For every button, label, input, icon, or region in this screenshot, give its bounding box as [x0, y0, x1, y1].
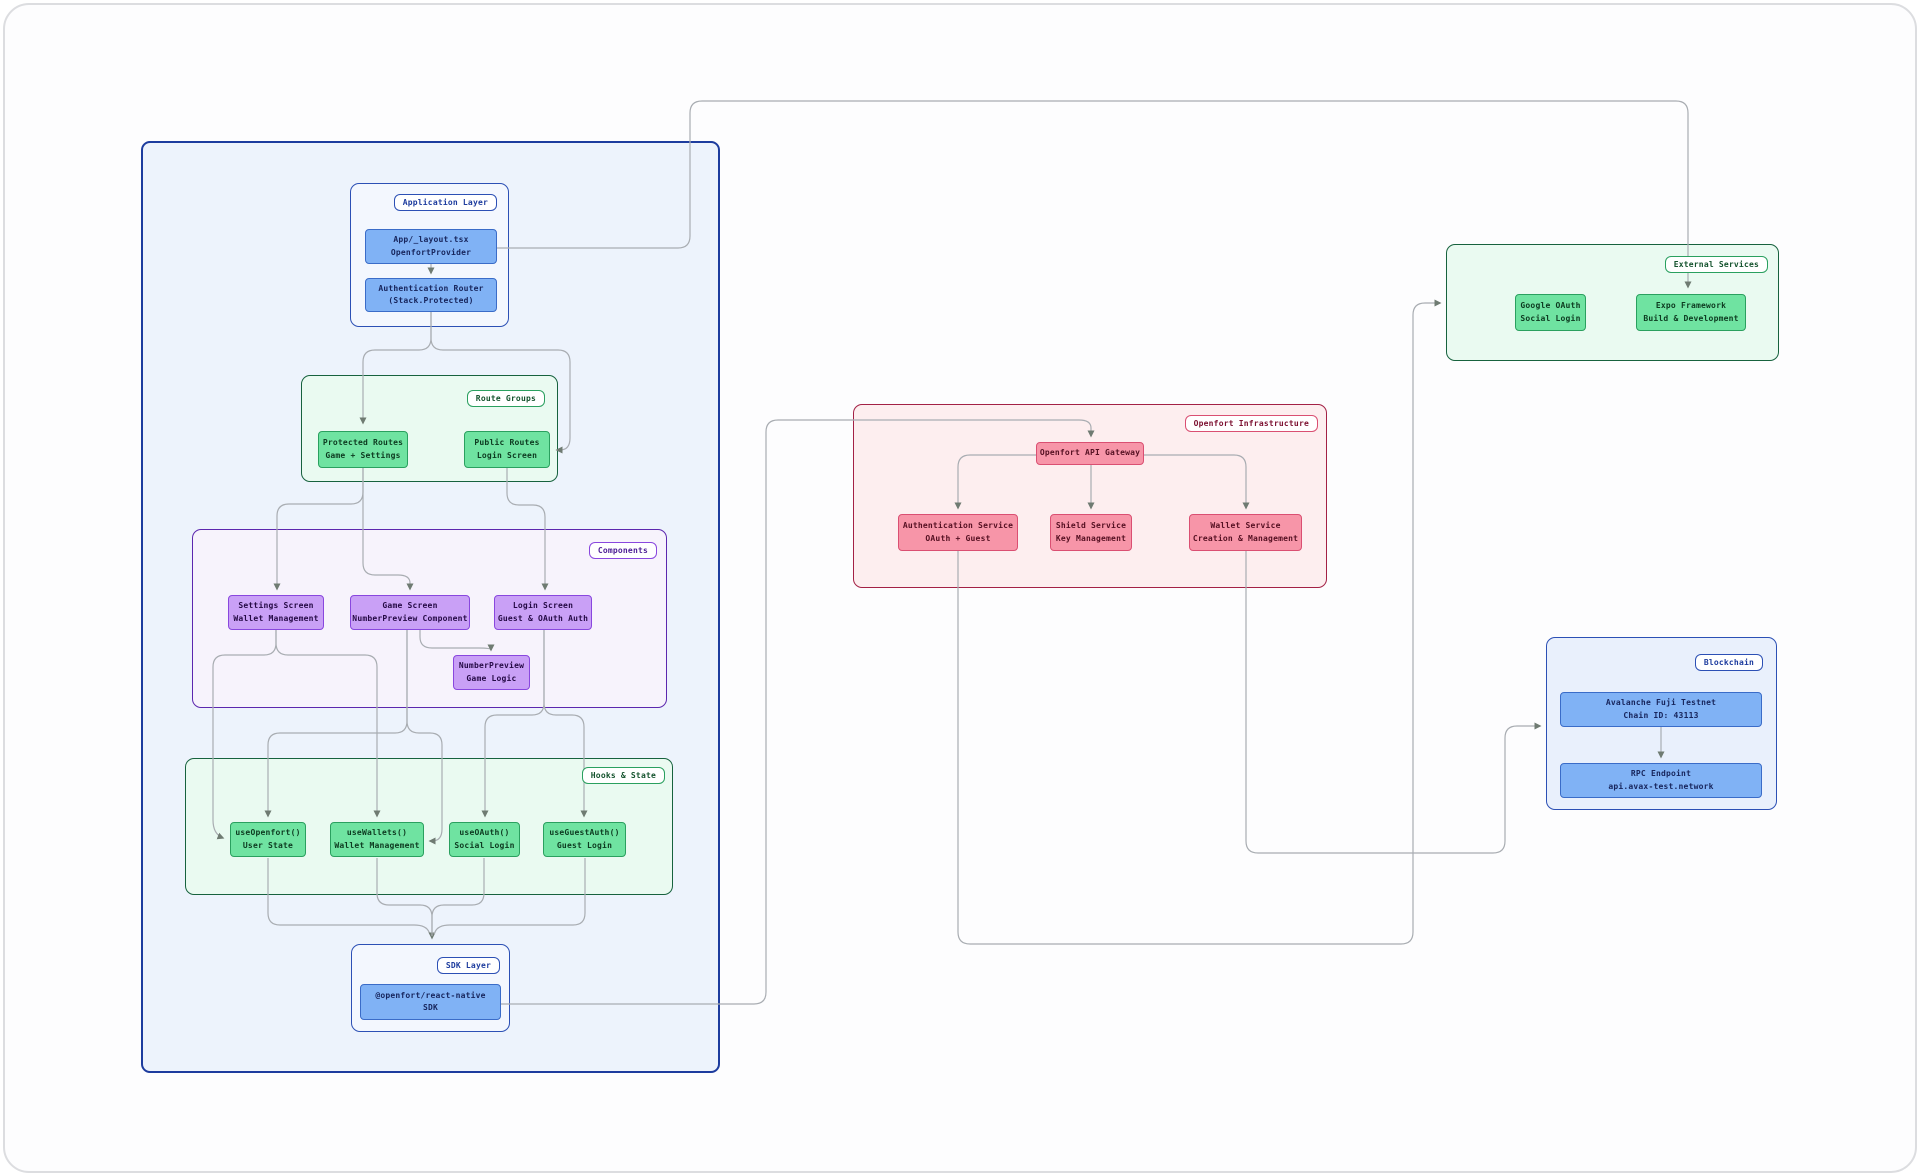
node-use-oauth: useOAuth()Social Login: [449, 822, 520, 857]
subgraph-label-sdk-layer: SDK Layer: [436, 957, 500, 974]
node-use-openfort: useOpenfort()User State: [230, 822, 306, 857]
subgraph-label-application-layer: Application Layer: [393, 194, 497, 211]
node-api-gateway: Openfort API Gateway: [1036, 442, 1144, 465]
subgraph-label-blockchain: Blockchain: [1694, 654, 1763, 671]
node-use-guestauth: useGuestAuth()Guest Login: [543, 822, 626, 857]
subgraph-label-openfort-infrastructure: Openfort Infrastructure: [1184, 415, 1318, 432]
subgraph-label-components: Components: [588, 542, 657, 559]
subgraph-label-hooks-state: Hooks & State: [581, 767, 665, 784]
subgraph-label-external-services: External Services: [1664, 256, 1768, 273]
node-use-wallets: useWallets()Wallet Management: [330, 822, 424, 857]
node-auth-router: Authentication Router(Stack.Protected): [365, 278, 497, 312]
subgraph-label-route-groups: Route Groups: [466, 390, 545, 407]
